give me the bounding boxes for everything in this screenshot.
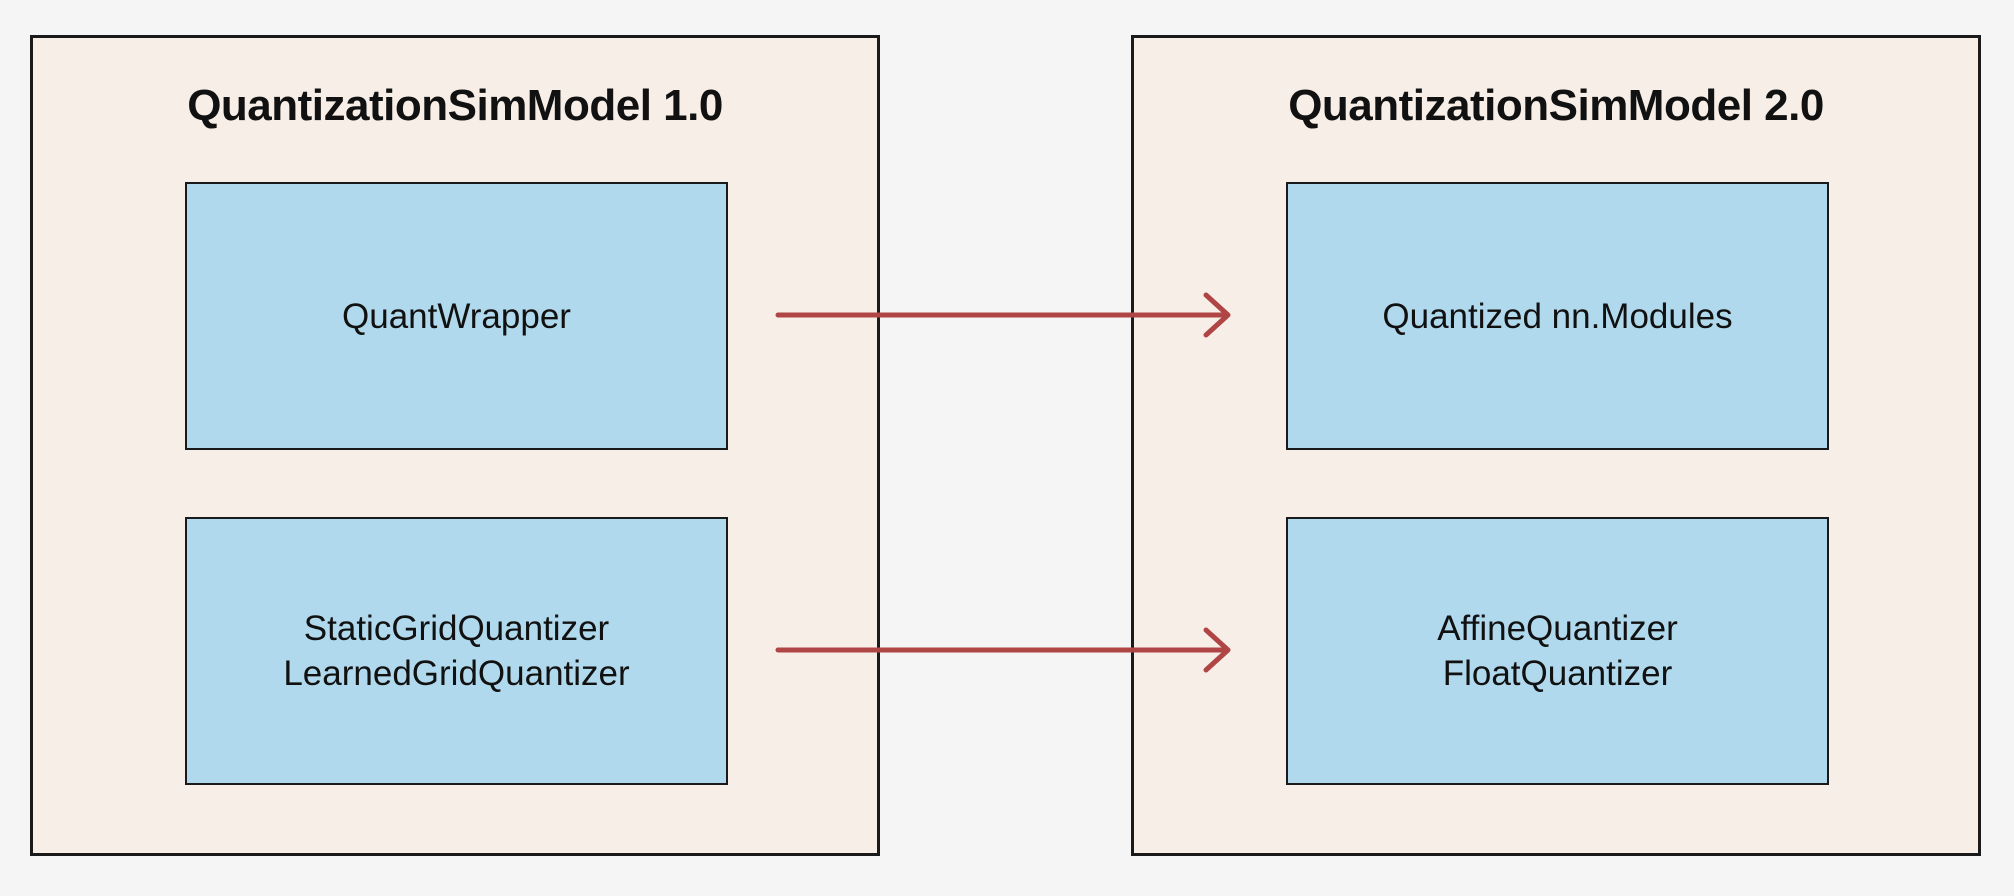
right-panel: QuantizationSimModel 2.0 Quantized nn.Mo… xyxy=(1131,35,1981,856)
quantwrapper-box: QuantWrapper xyxy=(185,182,728,450)
quantizers-2-box: AffineQuantizer FloatQuantizer xyxy=(1286,517,1829,785)
right-panel-title: QuantizationSimModel 2.0 xyxy=(1288,81,1824,130)
left-panel: QuantizationSimModel 1.0 QuantWrapper St… xyxy=(30,35,880,856)
float-quantizer-label: FloatQuantizer xyxy=(1442,654,1673,693)
quantized-modules-label: Quantized nn.Modules xyxy=(1382,296,1733,336)
quantwrapper-label: QuantWrapper xyxy=(342,296,571,336)
affine-quantizer-label: AffineQuantizer xyxy=(1437,609,1678,648)
learned-grid-quantizer-label: LearnedGridQuantizer xyxy=(283,654,630,693)
grid-quantizers-box: StaticGridQuantizer LearnedGridQuantizer xyxy=(185,517,728,785)
static-grid-quantizer-label: StaticGridQuantizer xyxy=(303,609,610,648)
quantized-modules-box: Quantized nn.Modules xyxy=(1286,182,1829,450)
left-panel-title: QuantizationSimModel 1.0 xyxy=(187,81,723,130)
